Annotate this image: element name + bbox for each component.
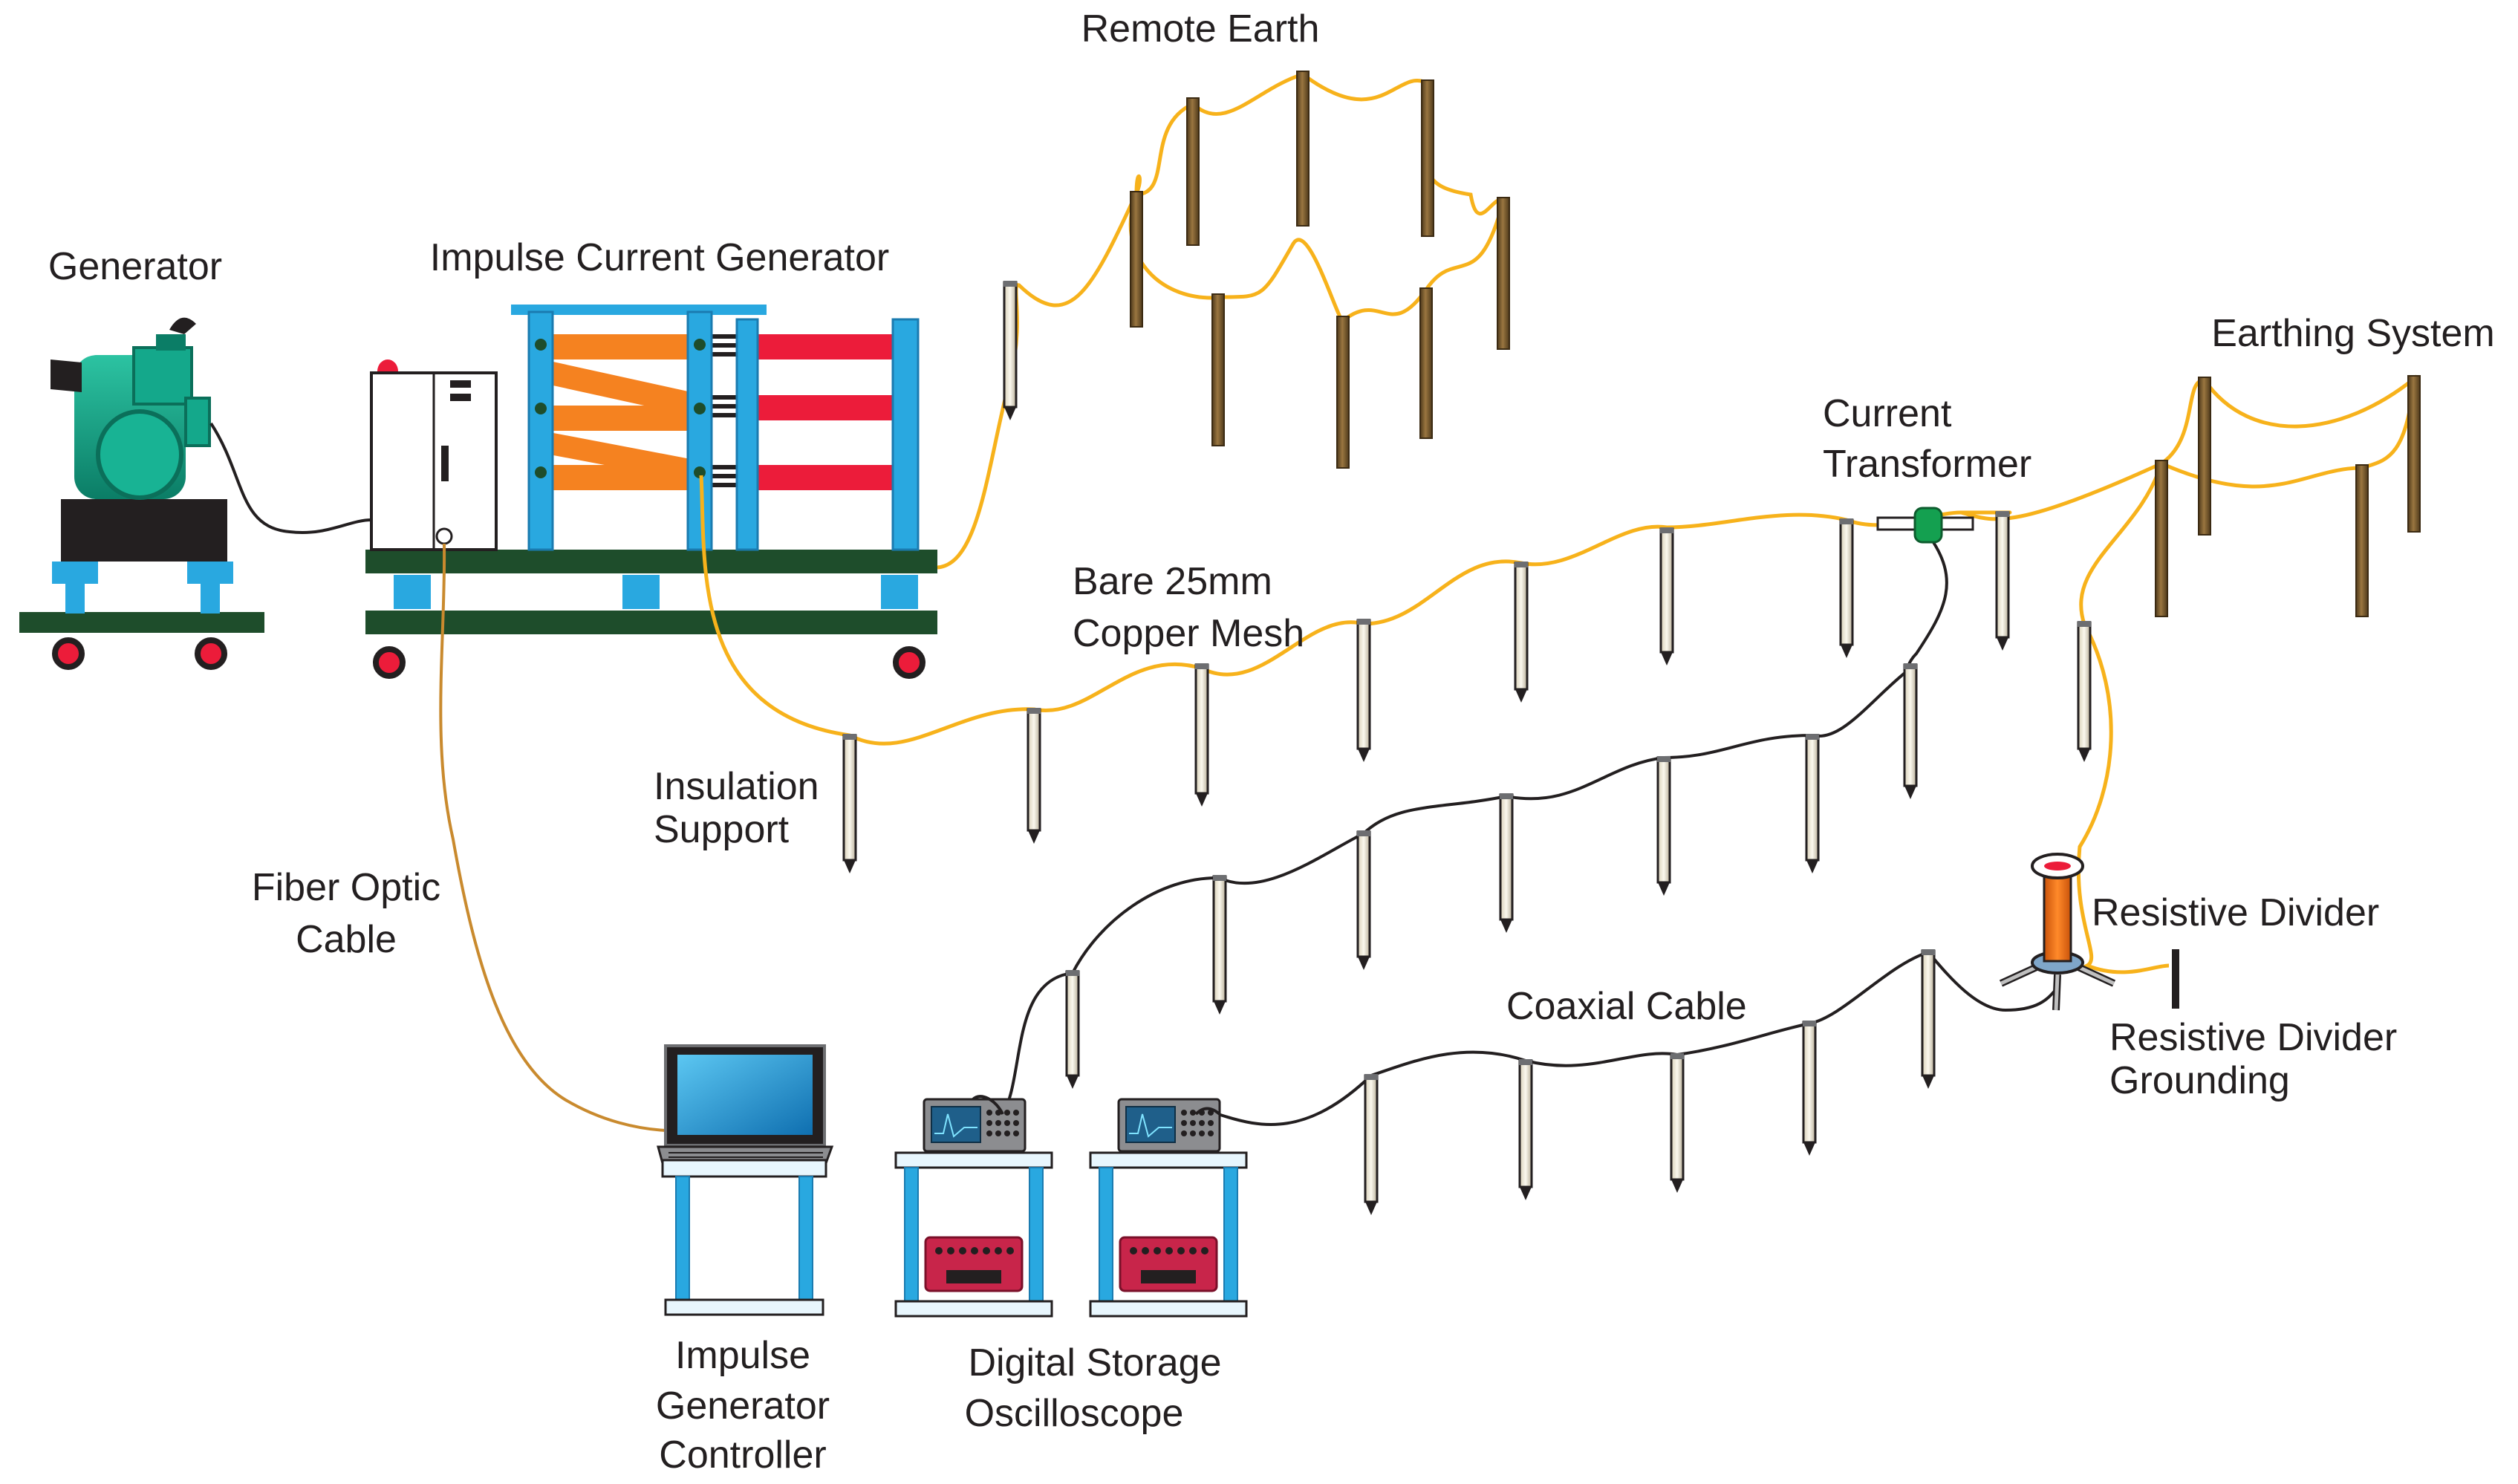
wooden-post [1296, 71, 1310, 227]
labels: Remote Earth Generator Impulse Current G… [48, 7, 2495, 1477]
earthing-to-divider-wire [2076, 463, 2170, 974]
label-dso-line1: Digital Storage [968, 1341, 1221, 1384]
insulated-pole [1356, 830, 1371, 970]
insulated-pole [2077, 621, 2092, 762]
impulse-current-generator [365, 305, 937, 679]
wooden-post [1336, 316, 1350, 469]
label-earthing-system: Earthing System [2211, 312, 2495, 355]
label-controller-line1: Impulse [675, 1334, 810, 1377]
label-impulse-current-generator: Impulse Current Generator [430, 236, 890, 279]
resistive-divider [1999, 853, 2179, 1011]
current-transformer [1876, 507, 1974, 544]
insulated-pole [1514, 562, 1529, 703]
label-remote-earth: Remote Earth [1081, 7, 1320, 51]
insulated-pole [1656, 756, 1671, 896]
label-controller-line2: Generator [656, 1384, 830, 1428]
fiber-optic-wire [439, 543, 666, 1132]
wooden-post [1211, 293, 1225, 446]
insulated-pole [1805, 734, 1820, 873]
copper-mesh-wire-2 [1960, 374, 2417, 521]
label-rd-grounding-line1: Resistive Divider [2109, 1016, 2397, 1059]
wooden-post [1497, 197, 1510, 350]
insulated-pole [1065, 970, 1080, 1089]
label-fiber-optic-line1: Fiber Optic [252, 866, 440, 909]
label-copper-mesh-line1: Bare 25mm [1073, 560, 1272, 603]
wooden-post [1421, 79, 1434, 237]
label-dso-line2: Oscilloscope [965, 1392, 1184, 1435]
insulated-pole [1921, 949, 1936, 1089]
label-fiber-optic-line2: Cable [296, 918, 397, 961]
insulated-pole [1659, 527, 1674, 665]
insulated-pole [1670, 1053, 1685, 1193]
wooden-post [1419, 287, 1433, 439]
label-insulation-support-line1: Insulation [654, 765, 819, 808]
wooden-post [1186, 97, 1200, 246]
scope-1-cable [972, 1095, 1004, 1115]
label-rd-grounding-line2: Grounding [2109, 1059, 2290, 1102]
label-current-transformer-line1: Current [1823, 392, 1952, 435]
insulated-pole [1802, 1021, 1817, 1156]
generator-supply-cable [209, 422, 372, 534]
insulated-pole [1518, 1059, 1533, 1200]
insulated-pole [1356, 619, 1371, 762]
impulse-generator-controller [657, 1044, 834, 1316]
insulated-pole [1003, 281, 1018, 420]
digital-storage-oscilloscopes [894, 1095, 1248, 1318]
insulated-pole [1194, 663, 1209, 807]
wooden-post [2355, 464, 2369, 617]
insulated-pole [842, 734, 857, 873]
wooden-post [2407, 375, 2421, 533]
generator [19, 317, 264, 670]
scope-2-cable [1194, 1107, 1221, 1116]
wooden-post [2198, 377, 2211, 536]
label-current-transformer-line2: Transformer [1823, 443, 2031, 486]
insulated-pole [1027, 708, 1041, 844]
insulated-pole [1903, 663, 1918, 799]
label-controller-line3: Controller [659, 1433, 826, 1477]
label-coaxial-cable: Coaxial Cable [1506, 985, 1747, 1028]
wooden-posts [1130, 71, 2421, 617]
insulated-pole [1364, 1074, 1379, 1215]
insulated-poles [842, 281, 2092, 1215]
wooden-post [2155, 460, 2168, 617]
label-resistive-divider: Resistive Divider [2092, 891, 2379, 934]
label-copper-mesh-line2: Copper Mesh [1073, 612, 1304, 655]
label-generator: Generator [48, 245, 222, 288]
insulated-pole [1839, 518, 1854, 658]
insulated-pole [1212, 875, 1227, 1015]
wooden-post [1130, 191, 1143, 328]
oscilloscope-station [1089, 1098, 1248, 1318]
label-insulation-support-line2: Support [654, 808, 790, 851]
insulated-pole [1499, 793, 1514, 933]
insulated-pole [1995, 511, 2010, 651]
oscilloscope-station [894, 1098, 1053, 1318]
